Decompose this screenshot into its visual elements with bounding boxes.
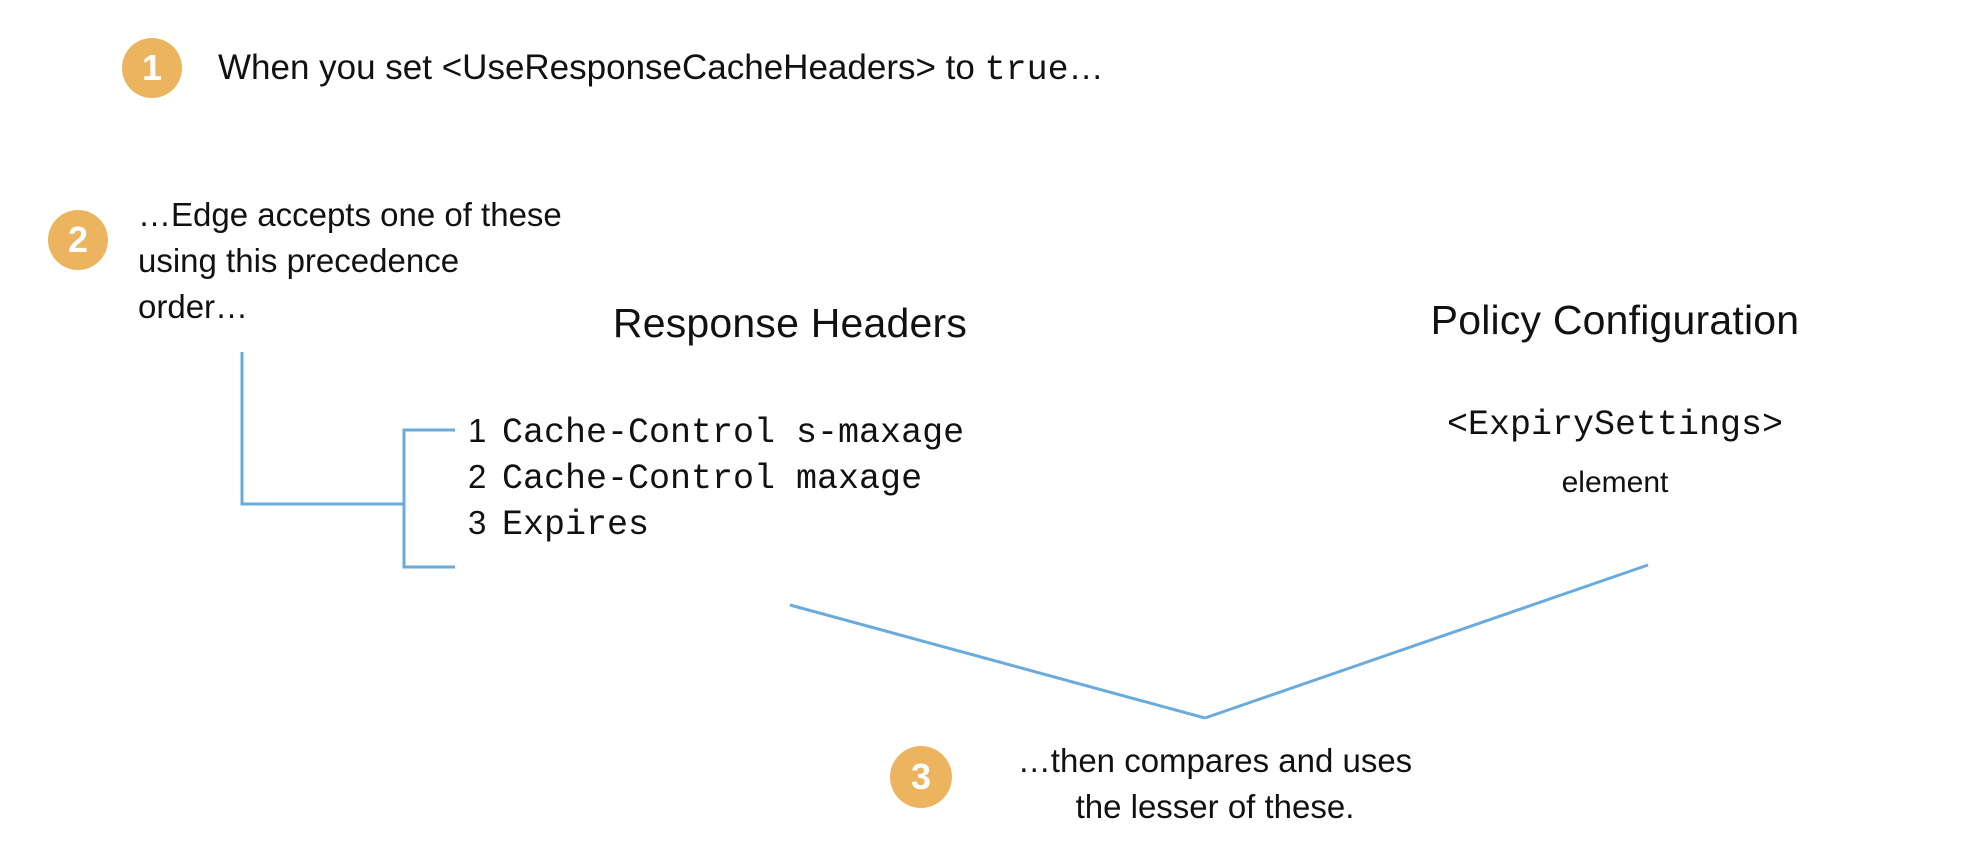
step-2-text: …Edge accepts one of these using this pr…	[138, 196, 562, 325]
step-1-text: When you set <UseResponseCacheHeaders> t…	[218, 45, 1104, 93]
list-item: 3 Expires	[468, 500, 964, 546]
right-converge-line	[1204, 563, 1649, 720]
list-item-index: 1	[468, 412, 487, 449]
list-item: 2 Cache-Control maxage	[468, 454, 964, 500]
step-3-text: …then compares and uses the lesser of th…	[1017, 742, 1413, 825]
step2-connector	[240, 352, 404, 506]
step-1-text-code: true	[984, 50, 1069, 90]
step-3-badge: 3	[890, 746, 952, 808]
step-2-badge: 2	[48, 210, 108, 270]
step-1-badge: 1	[122, 38, 182, 98]
step-3-badge-number: 3	[910, 756, 932, 797]
list-bracket	[402, 428, 455, 569]
policy-configuration-heading: Policy Configuration	[1430, 297, 1800, 343]
policy-configuration-sub: element	[1561, 466, 1669, 499]
list-item-index: 2	[468, 458, 487, 495]
list-item-value: Expires	[502, 505, 650, 545]
list-item-index: 3	[468, 504, 487, 541]
list-item-value: Cache-Control s-maxage	[502, 413, 965, 453]
response-headers-heading: Response Headers	[612, 300, 968, 346]
left-converge-line	[789, 603, 1206, 720]
step-1-badge-number: 1	[141, 47, 163, 88]
list-item-value: Cache-Control maxage	[502, 459, 923, 499]
response-headers-list: 1 Cache-Control s-maxage 2 Cache-Control…	[468, 408, 964, 546]
list-item: 1 Cache-Control s-maxage	[468, 408, 964, 454]
step-1-text-prefix: When you set <UseResponseCacheHeaders> t…	[218, 48, 985, 87]
step-2-badge-number: 2	[67, 219, 89, 260]
step-1-text-suffix: …	[1068, 48, 1104, 87]
policy-configuration-code: <ExpirySettings>	[1446, 405, 1784, 445]
